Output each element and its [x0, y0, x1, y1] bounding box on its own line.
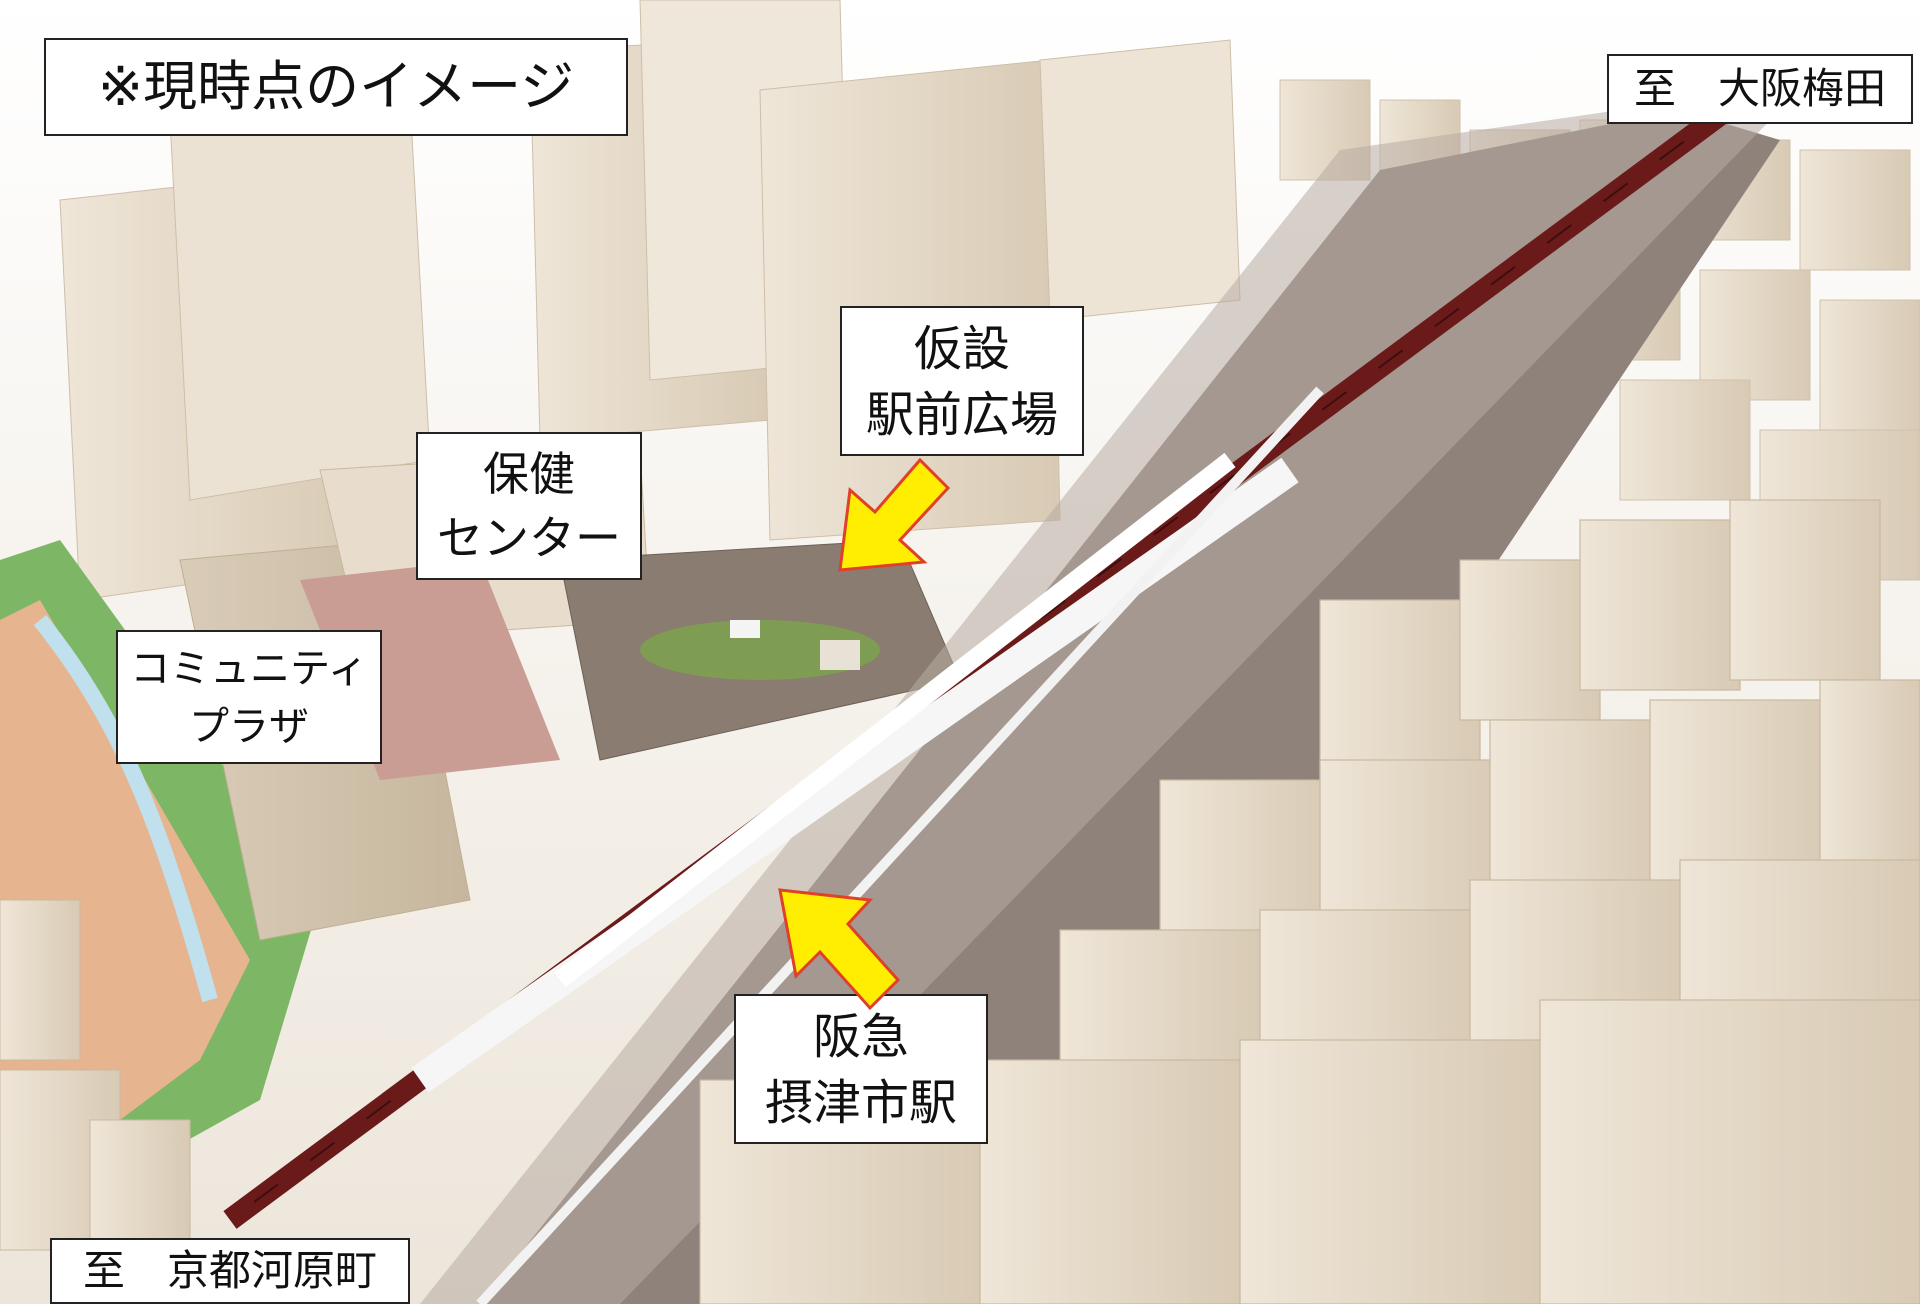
health-center-label: 保健 センター [416, 432, 642, 580]
direction-umeda-label: 至 大阪梅田 [1607, 54, 1913, 124]
arrow-icon-to-plaza [838, 457, 951, 572]
stream [33, 615, 218, 1003]
station-label: 阪急 摂津市駅 [734, 994, 988, 1144]
arrow-icon-to-station [778, 888, 901, 1011]
community-plaza-label: コミュニティ プラザ [116, 630, 382, 764]
right-houses [699, 499, 1920, 1304]
fence [476, 386, 1324, 1304]
temporary-station-plaza-label: 仮設 駅前広場 [840, 306, 1084, 456]
left-houses [0, 899, 191, 1271]
notice-label: ※現時点のイメージ [44, 38, 628, 136]
direction-kawaramachi-label: 至 京都河原町 [50, 1238, 410, 1304]
